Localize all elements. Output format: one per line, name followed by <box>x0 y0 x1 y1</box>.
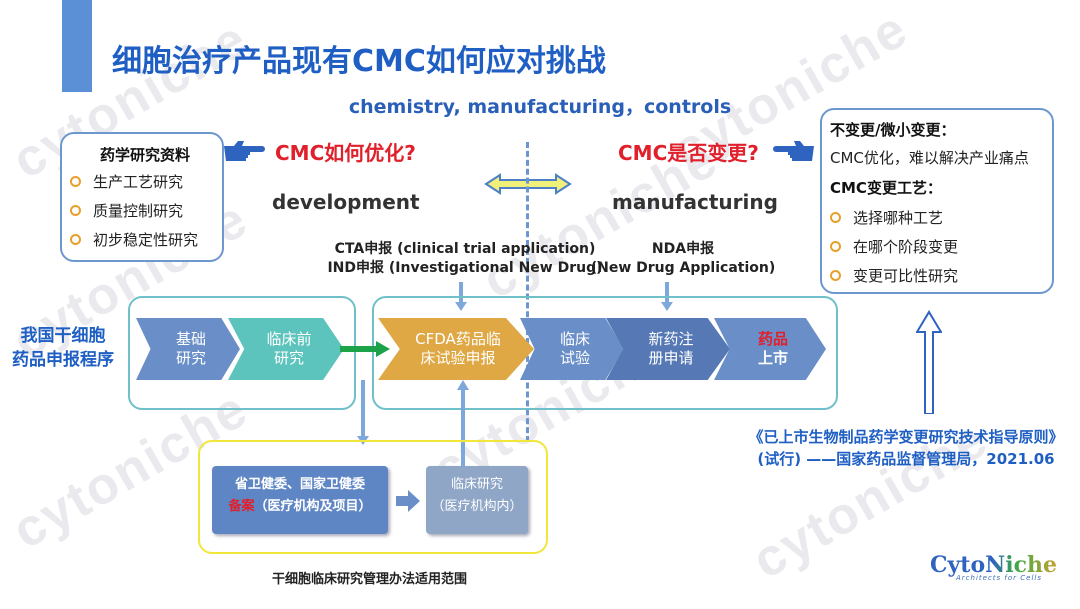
bullet-icon <box>830 241 841 252</box>
pharma-research-title: 药学研究资料 <box>100 146 191 164</box>
cmc-change-label: CMC是否变更? <box>618 141 759 165</box>
no-change-note: CMC优化，难以解决产业痛点 <box>830 149 1029 167</box>
clinical-frame <box>372 296 838 410</box>
step-cfda-application: CFDA药品临床试验申报 <box>378 318 534 380</box>
guideline-reference: 《已上市生物制品药学变更研究技术指导原则》 (试行) ——国家药品监督管理局，2… <box>748 428 1064 468</box>
list-item: 变更可比性研究 <box>830 261 1052 290</box>
no-change-heading: 不变更/微小变更： <box>830 121 956 139</box>
clinical-research-box: 临床研究 （医疗机构内） <box>426 466 528 534</box>
filing-box: 省卫健委、国家卫健委 备案（医疗机构及项目） <box>212 466 388 534</box>
step-new-drug-registration: 新药注册申请 <box>606 318 730 380</box>
arrow-up-icon <box>916 310 942 414</box>
bullet-icon <box>70 205 81 216</box>
step-drug-market: 药品上市 <box>714 318 826 380</box>
preclinical-frame <box>128 296 356 410</box>
arrow-up-icon <box>457 380 469 466</box>
list-item: 质量控制研究 <box>70 196 222 225</box>
step-basic-research: 基础研究 <box>136 318 240 380</box>
filing-scope: 备案（医疗机构及项目） <box>228 499 372 514</box>
list-item: 在哪个阶段变更 <box>830 232 1052 261</box>
development-label: development <box>272 190 420 214</box>
phase-divider <box>526 142 529 442</box>
procedure-side-label: 我国干细胞 药品申报程序 <box>12 326 114 370</box>
title-accent-bar <box>62 0 92 92</box>
bullet-icon <box>70 176 81 187</box>
clinical-research-scope-frame <box>198 440 548 554</box>
pharma-research-box: 药学研究资料 生产工艺研究 质量控制研究 初步稳定性研究 <box>60 132 224 262</box>
arrow-right-icon <box>396 490 420 512</box>
arrow-down-icon <box>357 380 369 445</box>
cta-ind-label: CTA申报 (clinical trial application) IND申报… <box>327 241 603 276</box>
filing-authorities: 省卫健委、国家卫健委 <box>234 477 365 492</box>
bullet-icon <box>830 270 841 281</box>
nda-label: NDA申报 (New Drug Application) <box>590 241 776 276</box>
pointing-hand-left-icon <box>773 141 814 161</box>
cytoniche-logo: CytoNiche Architects for Cells <box>930 552 1070 582</box>
manufacturing-label: manufacturing <box>612 190 778 214</box>
bullet-icon <box>830 212 841 223</box>
list-item: 初步稳定性研究 <box>70 225 222 254</box>
list-item: 生产工艺研究 <box>70 167 222 196</box>
cmc-subtitle: chemistry, manufacturing，controls <box>348 96 732 118</box>
step-clinical-trial: 临床试验 <box>520 318 624 380</box>
green-arrow-icon <box>340 341 390 357</box>
bullet-icon <box>70 234 81 245</box>
page-title: 细胞治疗产品现有CMC如何应对挑战 <box>112 44 606 79</box>
step-preclinical: 临床前研究 <box>228 318 344 380</box>
scope-caption: 干细胞临床研究管理办法适用范围 <box>272 572 468 587</box>
change-research-box: 不变更/微小变更： CMC优化，难以解决产业痛点 CMC变更工艺： 选择哪种工艺… <box>820 108 1054 294</box>
process-change-heading: CMC变更工艺： <box>830 179 942 197</box>
list-item: 选择哪种工艺 <box>830 203 1052 232</box>
pointing-hand-right-icon <box>224 141 265 161</box>
cmc-optimize-label: CMC如何优化? <box>275 141 416 165</box>
